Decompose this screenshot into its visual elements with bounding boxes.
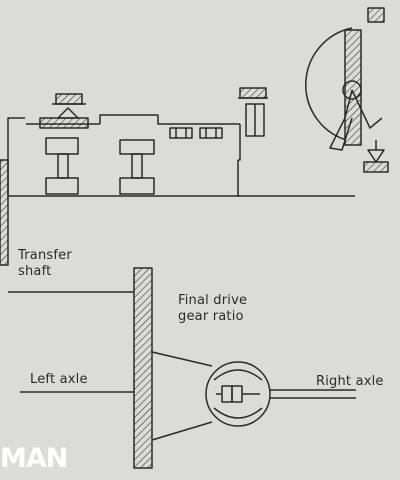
transfer-shaft-label-line1: Transfer xyxy=(18,248,72,263)
shaft-coupling xyxy=(169,127,223,139)
watermark-logo: MAN xyxy=(0,443,68,474)
transfer-shaft-label-line2: shaft xyxy=(18,264,52,279)
right-axle-label: Right axle xyxy=(316,374,384,389)
right-axle-shaft xyxy=(270,389,356,399)
left-axle-label: Left axle xyxy=(30,372,88,387)
gear-2 xyxy=(119,139,155,195)
final-drive-gear xyxy=(133,267,213,469)
final-drive-label-line1: Final drive xyxy=(178,293,248,308)
final-drive-label-line2: gear ratio xyxy=(178,309,244,324)
transfer-shaft-label: Transfer shaft xyxy=(18,248,128,280)
differential-housing xyxy=(205,361,271,427)
bearing-support-right xyxy=(238,87,268,137)
final-drive-label: Final drive gear ratio xyxy=(178,293,298,325)
flywheel-disc xyxy=(305,7,389,173)
left-frame-member xyxy=(0,159,134,293)
bearing-support-left xyxy=(39,93,89,129)
gear-1 xyxy=(45,137,79,195)
